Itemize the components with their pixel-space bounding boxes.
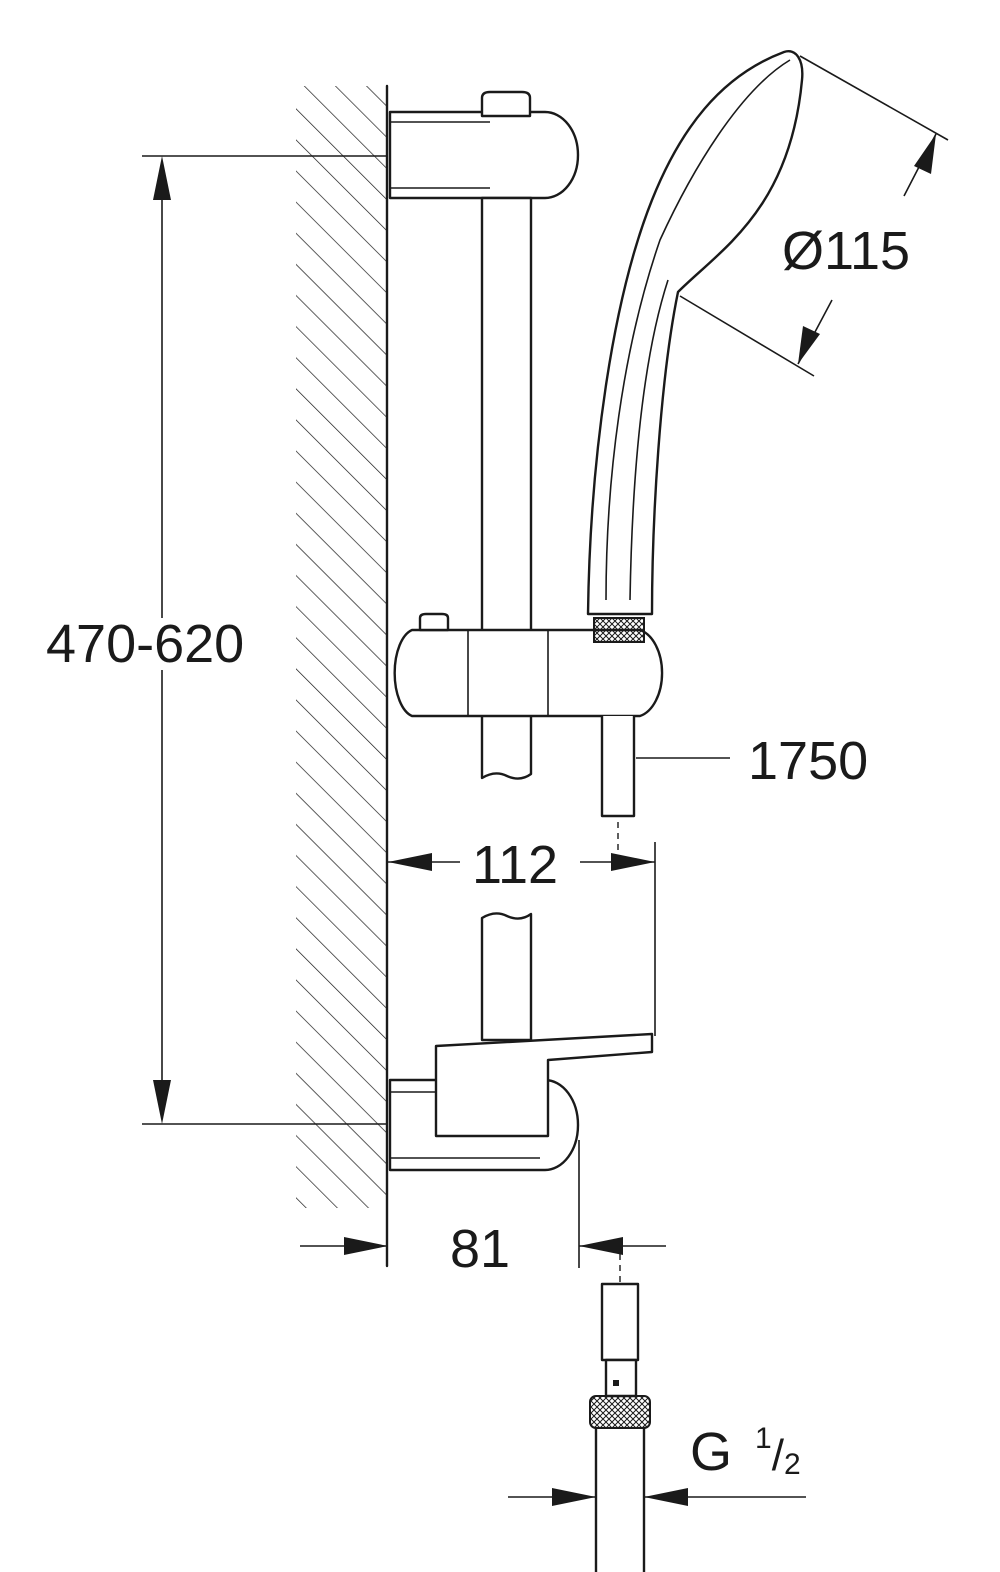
hose-segment-upper bbox=[600, 716, 636, 856]
label-projection: 112 bbox=[472, 835, 559, 895]
label-thread-num: 1 bbox=[755, 1422, 772, 1455]
top-bracket bbox=[388, 90, 580, 200]
slider-holder bbox=[393, 612, 664, 718]
bottom-bracket bbox=[388, 1032, 654, 1172]
dim-diameter bbox=[679, 55, 949, 377]
dim-thread bbox=[508, 1488, 806, 1506]
label-thread-den: 2 bbox=[783, 1448, 801, 1481]
rail-lower bbox=[480, 912, 533, 1042]
label-head-diameter: Ø115 bbox=[782, 221, 911, 281]
dim-height bbox=[142, 155, 388, 1125]
label-hose-length: 1750 bbox=[748, 731, 869, 791]
label-depth: 81 bbox=[450, 1219, 511, 1279]
label-height-range: 470-620 bbox=[46, 614, 245, 674]
dim-projection bbox=[388, 842, 656, 1036]
label-thread: G 1/2 bbox=[690, 1422, 801, 1482]
wall bbox=[296, 84, 389, 1268]
hand-shower bbox=[586, 50, 804, 643]
label-thread-prefix: G bbox=[690, 1422, 733, 1482]
hose-fitting bbox=[589, 1254, 651, 1572]
dim-depth bbox=[300, 1140, 666, 1268]
